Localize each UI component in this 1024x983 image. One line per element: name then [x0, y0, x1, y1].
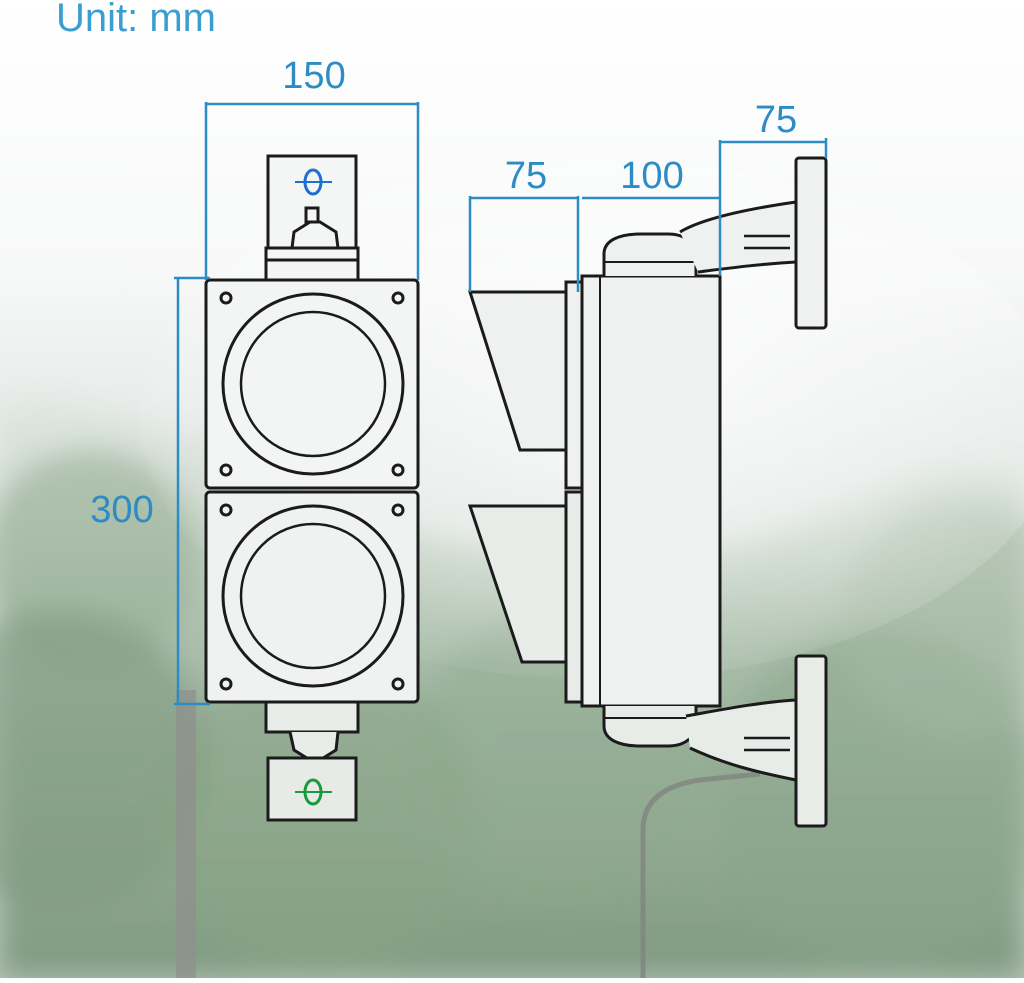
- lower-screw-icon: [391, 677, 405, 691]
- lower-lens-inner: [239, 522, 387, 670]
- upper-screw-icon: [219, 463, 233, 477]
- bottom-mount-collar: [264, 700, 360, 734]
- upper-screw-icon: [391, 463, 405, 477]
- front-view: [204, 154, 420, 822]
- housing-body: [580, 274, 722, 708]
- top-mount-collar: [264, 246, 360, 282]
- upper-lens-outer: [221, 292, 405, 476]
- upper-screw-icon: [219, 291, 233, 305]
- lower-screw-icon: [391, 503, 405, 517]
- upper-lens-inner: [239, 310, 387, 458]
- visor-depth-label: 75: [505, 155, 547, 197]
- top-wall-plate: [794, 156, 828, 330]
- upper-screw-icon: [391, 291, 405, 305]
- bottom-wall-plate: [794, 654, 828, 828]
- width-dimension-label: 150: [282, 55, 345, 97]
- upper-lamp-housing: [204, 278, 420, 490]
- side-view: [467, 156, 828, 828]
- lower-lens-outer: [221, 504, 405, 688]
- bottom-mounting-tab: [266, 756, 358, 822]
- side-top-cap: [602, 232, 698, 276]
- lower-face-plate: [564, 490, 584, 704]
- height-dimension-label: 300: [90, 489, 153, 531]
- side-bottom-cap: [602, 706, 698, 748]
- dimension-lines: [174, 102, 828, 706]
- top-mount-bolt: [304, 206, 320, 224]
- street-lamp-arm: [640, 771, 761, 978]
- lower-screw-icon: [219, 677, 233, 691]
- bracket-depth-label: 75: [755, 99, 797, 141]
- upper-face-plate: [564, 280, 584, 490]
- body-depth-label: 100: [620, 155, 683, 197]
- unit-label: Unit: mm: [56, 0, 216, 40]
- lower-screw-icon: [219, 503, 233, 517]
- background-pole: [176, 690, 196, 978]
